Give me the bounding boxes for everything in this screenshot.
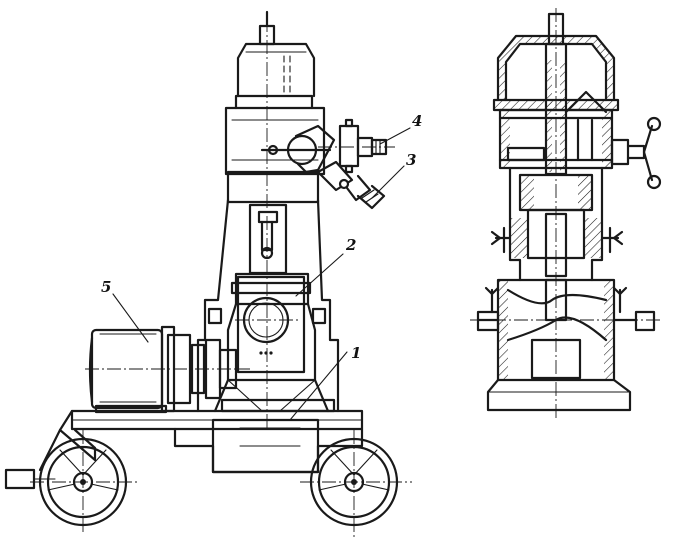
section-cylinder (498, 42, 662, 190)
section-guide (490, 166, 624, 282)
machine-frame (196, 18, 340, 430)
valve-fittings (316, 118, 395, 210)
callout-1: 1 (351, 344, 361, 362)
cart-frame (4, 409, 364, 490)
section-view (470, 8, 662, 420)
section-base (486, 378, 632, 412)
callout-4: 4 (412, 112, 422, 130)
callout-3: 3 (406, 151, 416, 169)
callout-2: 2 (345, 236, 356, 254)
callout-leaders (112, 127, 411, 421)
side-view (4, 10, 412, 540)
callout-labels: 1 2 3 4 5 (101, 112, 422, 362)
left-wheel (30, 430, 140, 532)
section-crankcase (470, 278, 660, 382)
cylinder-assembly (224, 10, 336, 176)
electric-motor (85, 325, 250, 414)
right-wheel (300, 430, 412, 540)
crankcase (207, 275, 327, 374)
callout-5: 5 (101, 278, 111, 296)
